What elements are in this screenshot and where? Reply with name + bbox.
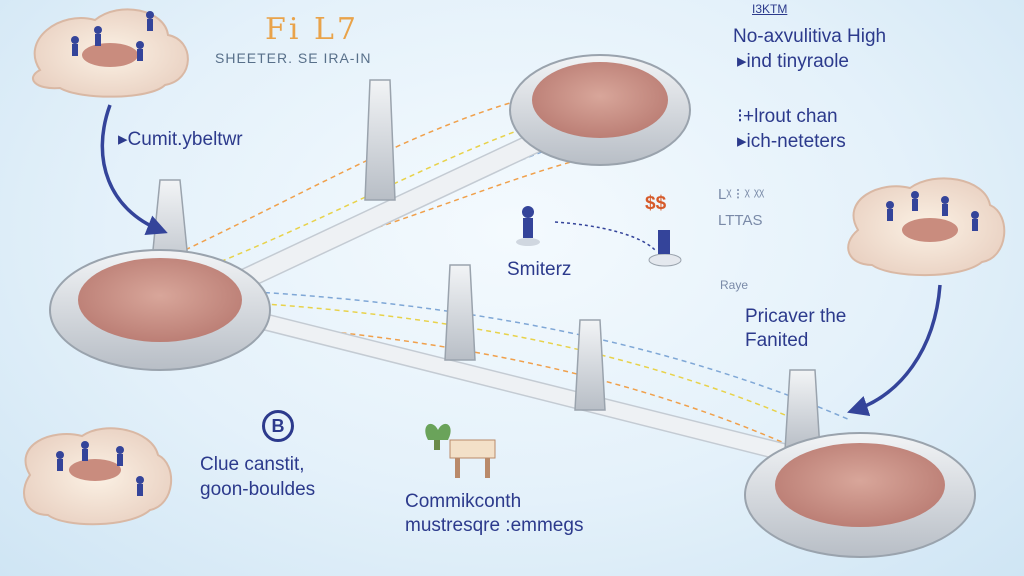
platform-bottom-right (744, 432, 976, 558)
top-right-line4: ▸ich-neteters (737, 131, 846, 152)
top-right-tag: I3KTM (752, 2, 788, 16)
table-icon (449, 439, 496, 478)
bottom-left-line2: goon-bouldes (200, 479, 316, 500)
top-right-line1: No-axvulitiva High (733, 26, 887, 47)
center-faded-mid: LTTAS (718, 212, 763, 229)
bottom-center-line1: Commikconth (405, 491, 522, 512)
bottom-left-line1: Clue canstit, (200, 454, 305, 475)
center-faded-top: Lᵡ ⁝ ᵡ ᵡᵡ (718, 186, 765, 203)
heading-title: Fi L7 (265, 12, 359, 47)
top-right-line2: ▸ind tinyraole (737, 51, 849, 72)
badge-letter: B (271, 416, 285, 436)
left-caption: ▸Cumit.ybeltwr (118, 129, 243, 150)
bottom-left-badge: B (262, 410, 294, 442)
top-right-line3: ⁝+lrout chan (737, 106, 838, 127)
arrow-left (100, 104, 168, 236)
group-cloud-top-left (32, 8, 189, 98)
arrow-right (847, 284, 942, 416)
plant-icon (425, 423, 451, 450)
bridge-decks (224, 119, 832, 471)
center-faded-bottom: Raye (720, 278, 749, 292)
center-label: Smiterz (507, 259, 572, 280)
group-cloud-right (847, 177, 1006, 277)
right-caption-line2: Fanited (745, 330, 809, 351)
people-figures (56, 11, 979, 496)
platform-left (49, 249, 271, 371)
center-figures (516, 206, 682, 267)
heading-subtitle: SHEETER. SE IRA-IN (215, 50, 372, 66)
bottom-center-line2: mustresqre :emmegs (405, 515, 584, 536)
center-money: $$ (645, 193, 667, 214)
platform-top-center (509, 54, 691, 166)
group-cloud-bottom-left (23, 427, 173, 526)
right-caption-line1: Pricaver the (745, 306, 847, 327)
